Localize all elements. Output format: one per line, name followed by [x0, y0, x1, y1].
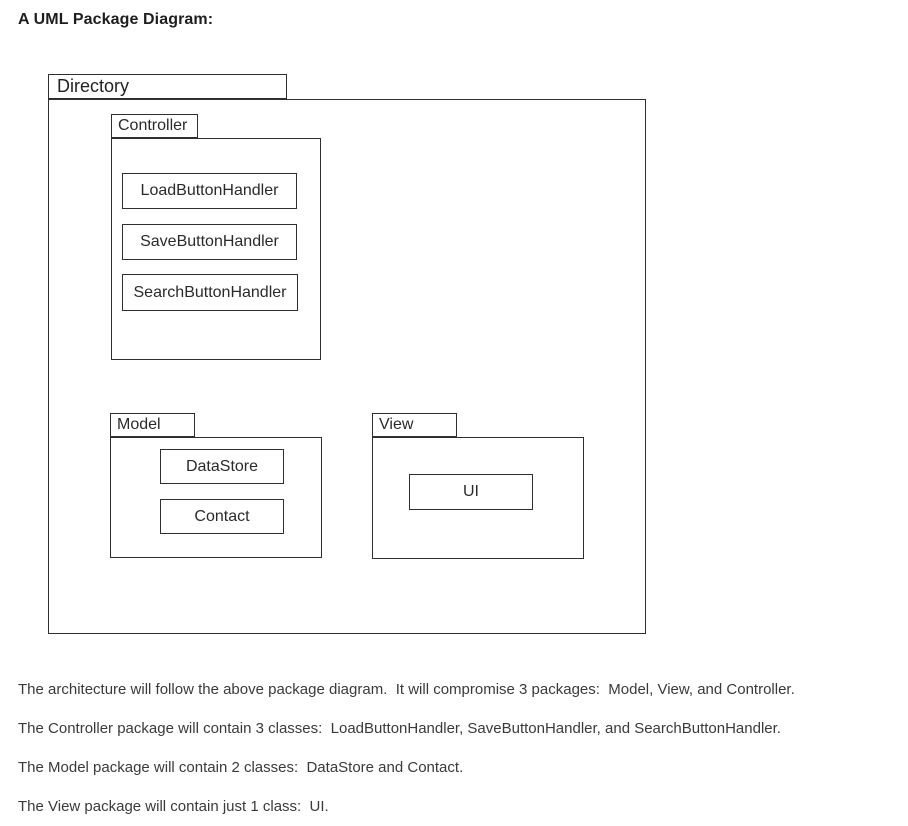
package-tab-directory: Directory [48, 74, 287, 99]
class-box-savebuttonhandler: SaveButtonHandler [122, 224, 297, 260]
class-label-loadbuttonhandler: LoadButtonHandler [140, 182, 279, 199]
paragraph-architecture-overview: The architecture will follow the above p… [18, 681, 795, 698]
package-tab-model: Model [110, 413, 195, 437]
class-label-savebuttonhandler: SaveButtonHandler [140, 233, 279, 250]
package-tab-controller: Controller [111, 114, 198, 138]
class-box-searchbuttonhandler: SearchButtonHandler [122, 274, 298, 311]
class-box-contact: Contact [160, 499, 284, 534]
package-label-model: Model [117, 416, 161, 433]
package-label-view: View [379, 416, 414, 433]
class-box-ui: UI [409, 474, 533, 510]
class-box-datastore: DataStore [160, 449, 284, 484]
package-label-controller: Controller [118, 117, 188, 134]
package-tab-view: View [372, 413, 457, 437]
class-label-ui: UI [463, 483, 479, 500]
paragraph-view-package: The View package will contain just 1 cla… [18, 798, 329, 815]
paragraph-controller-package: The Controller package will contain 3 cl… [18, 720, 781, 737]
class-box-loadbuttonhandler: LoadButtonHandler [122, 173, 297, 209]
class-label-searchbuttonhandler: SearchButtonHandler [133, 283, 287, 301]
paragraph-model-package: The Model package will contain 2 classes… [18, 759, 464, 776]
class-label-contact: Contact [194, 507, 250, 525]
class-label-datastore: DataStore [185, 457, 259, 475]
page-title: A UML Package Diagram: [18, 11, 214, 28]
package-label-directory: Directory [57, 76, 130, 96]
